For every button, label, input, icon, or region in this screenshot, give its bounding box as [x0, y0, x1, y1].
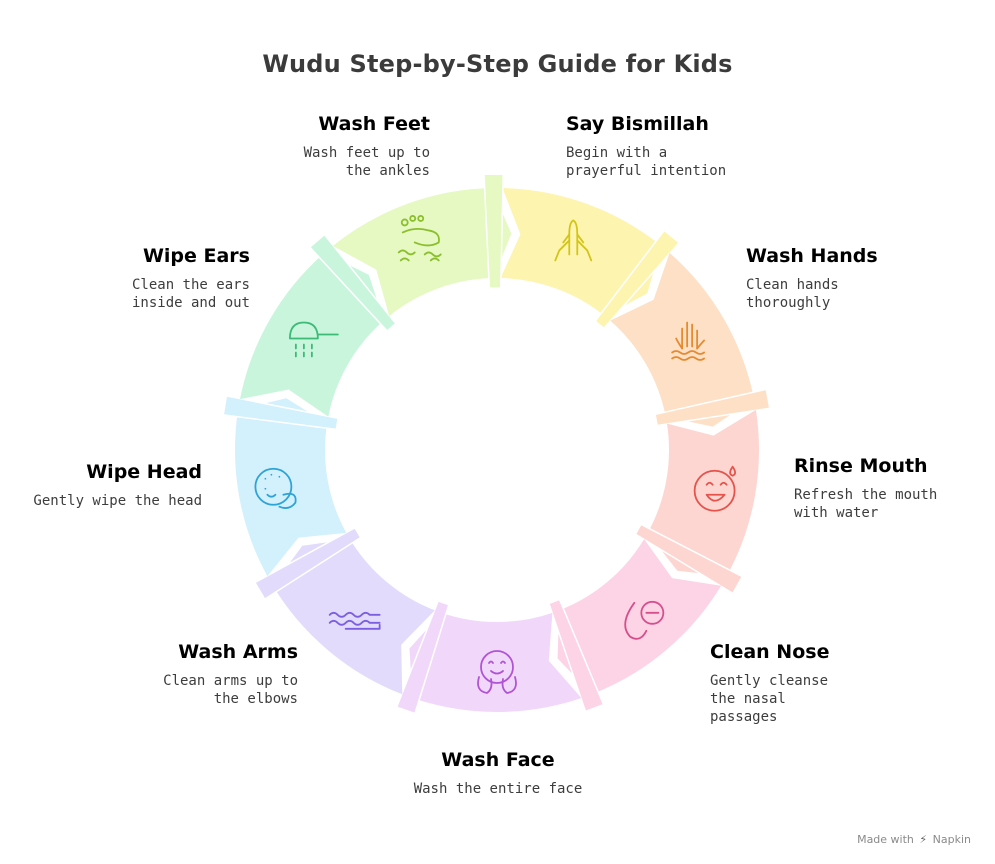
- step-title: Clean Nose: [710, 641, 830, 663]
- segment-shape: [409, 612, 582, 712]
- step-desc: Gently cleanse the nasal passages: [710, 673, 829, 725]
- segment-shape: [239, 252, 384, 417]
- step-title: Wash Face: [441, 749, 555, 771]
- ring-segment-say-bismillah: [500, 188, 681, 330]
- segment-connector: [654, 388, 771, 427]
- segment-connector: [547, 598, 605, 713]
- shower-icon: [288, 321, 339, 358]
- step-label-wash-arms: Wash Arms Clean arms up to the elbows: [68, 640, 298, 708]
- segment-connector: [222, 395, 339, 431]
- smiling-face-droplet-icon: [693, 465, 737, 512]
- step-desc: Clean the ears inside and out: [131, 277, 250, 311]
- ring-segment-rinse-mouth: [634, 409, 759, 595]
- feet-water-icon: [397, 215, 442, 262]
- step-desc: Clean hands thoroughly: [746, 277, 839, 311]
- segment-shape: [332, 188, 512, 316]
- segment-connector: [483, 173, 505, 289]
- napkin-logo-icon: ⚡: [919, 833, 928, 846]
- head-hand-icon: [254, 467, 297, 509]
- ring-segment-wash-feet: [332, 173, 512, 316]
- ring-segment-wipe-ears: [239, 233, 397, 417]
- segment-connector: [594, 229, 681, 330]
- step-desc: Begin with a prayerful intention: [566, 145, 727, 179]
- step-label-wash-face: Wash Face Wash the entire face: [348, 748, 648, 798]
- ring-segment-clean-nose: [547, 539, 722, 713]
- step-desc: Wash the entire face: [413, 781, 583, 797]
- segment-connector: [253, 526, 362, 601]
- ring-segment-wash-arms: [253, 526, 435, 695]
- ring-segment-wash-face: [395, 599, 582, 715]
- segment-connector: [634, 523, 744, 595]
- step-title: Wash Hands: [746, 245, 878, 267]
- page-title: Wudu Step-by-Step Guide for Kids: [262, 50, 733, 78]
- step-desc: Gently wipe the head: [33, 493, 202, 509]
- made-with-credit: Made with ⚡ Napkin: [857, 833, 971, 846]
- step-title: Wash Arms: [178, 641, 298, 663]
- praying-hands-icon: [554, 219, 593, 262]
- step-title: Wash Feet: [318, 113, 430, 135]
- step-label-wipe-head: Wipe Head Gently wipe the head: [0, 460, 202, 510]
- step-title: Wipe Ears: [142, 245, 250, 267]
- water-waves-icon: [328, 611, 381, 630]
- ring-segment-wash-hands: [610, 252, 771, 427]
- step-desc: Wash feet up to the ankles: [303, 145, 430, 179]
- credit-brand: Napkin: [932, 833, 971, 846]
- step-label-rinse-mouth: Rinse Mouth Refresh the mouth with water: [794, 454, 995, 522]
- step-label-wash-hands: Wash Hands Clean hands thoroughly: [746, 244, 976, 312]
- face-hands-icon: [477, 650, 517, 694]
- step-desc: Refresh the mouth with water: [794, 487, 938, 521]
- step-title: Rinse Mouth: [794, 455, 928, 477]
- segment-shape: [272, 539, 435, 695]
- segment-shape: [647, 409, 759, 577]
- credit-prefix: Made with: [857, 833, 914, 846]
- segment-connector: [308, 233, 397, 332]
- step-title: Wipe Head: [86, 461, 202, 483]
- segment-connector: [395, 599, 450, 715]
- step-title: Say Bismillah: [566, 113, 709, 135]
- segment-shape: [500, 188, 662, 316]
- step-label-wash-feet: Wash Feet Wash feet up to the ankles: [200, 112, 430, 180]
- segment-shape: [557, 539, 722, 695]
- ring-segment-wipe-head: [222, 395, 347, 577]
- step-desc: Clean arms up to the elbows: [163, 673, 298, 707]
- step-label-clean-nose: Clean Nose Gently cleanse the nasal pass…: [710, 640, 940, 726]
- step-label-say-bismillah: Say Bismillah Begin with a prayerful int…: [566, 112, 796, 180]
- hand-water-icon: [671, 321, 706, 361]
- step-label-wipe-ears: Wipe Ears Clean the ears inside and out: [20, 244, 250, 312]
- nose-icon: [624, 600, 665, 640]
